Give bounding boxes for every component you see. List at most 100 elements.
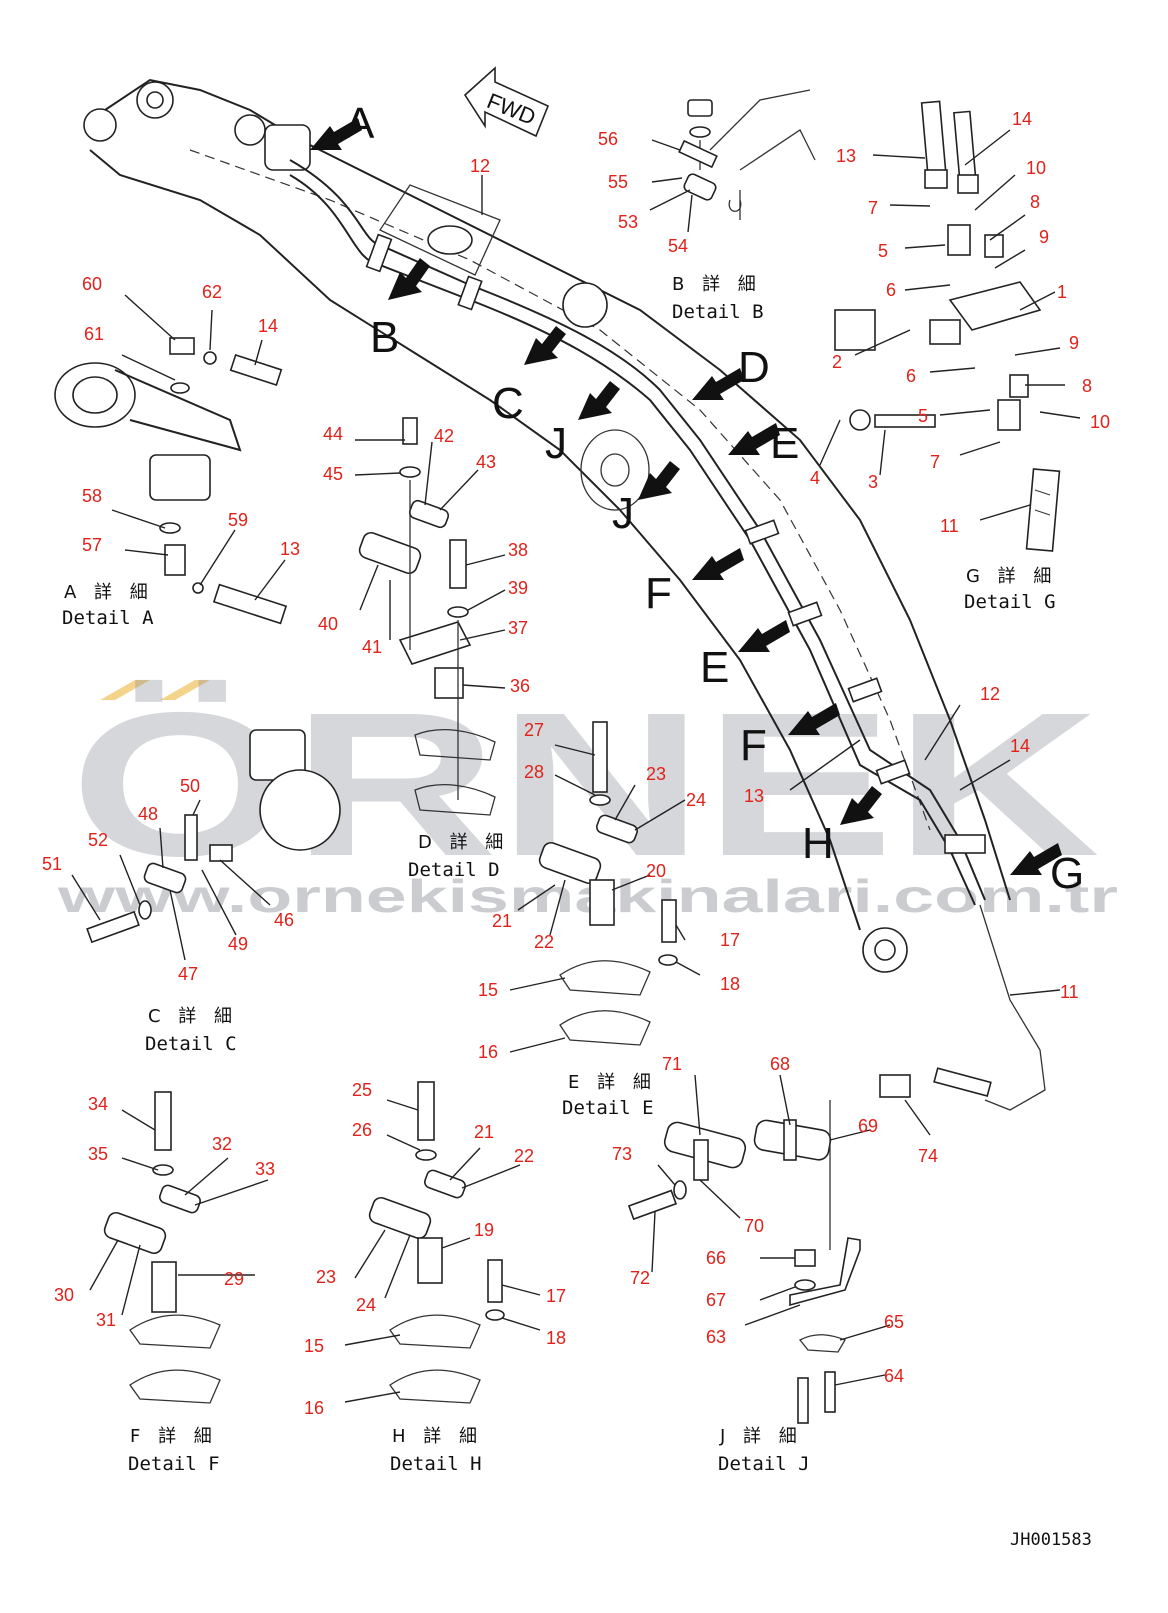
arrow-g bbox=[1010, 843, 1062, 875]
detail-j-graphic bbox=[627, 1067, 992, 1424]
callout-12-60: 12 bbox=[980, 684, 1000, 704]
j-clamp-70 bbox=[693, 1139, 709, 1181]
callout-37-40: 37 bbox=[508, 618, 528, 638]
a-valve-block bbox=[149, 454, 211, 501]
callout-70-86: 70 bbox=[744, 1216, 764, 1236]
boom-clamp-1 bbox=[365, 233, 393, 273]
callout-44-32: 44 bbox=[323, 424, 343, 444]
callout-28-43: 28 bbox=[524, 762, 544, 782]
leaders-detail-h bbox=[344, 1099, 541, 1403]
g-block-2 bbox=[929, 319, 961, 345]
g-hose-11 bbox=[1025, 468, 1061, 552]
arrow-d bbox=[692, 368, 744, 400]
view-letter-f-7: F bbox=[645, 569, 672, 618]
j-ubolt-64a bbox=[797, 1377, 809, 1424]
callout-18-50: 18 bbox=[720, 974, 740, 994]
leaders-top bbox=[481, 139, 693, 233]
callout-5-10: 5 bbox=[878, 241, 888, 261]
callout-9-11: 9 bbox=[1039, 227, 1049, 247]
arm-end-boss-center bbox=[874, 939, 896, 961]
fwd-indicator: FWD bbox=[463, 66, 550, 138]
callout-18-79: 18 bbox=[546, 1328, 566, 1348]
a-oring-61 bbox=[170, 382, 190, 394]
callout-67-89: 67 bbox=[706, 1290, 726, 1310]
e-clamp-23 bbox=[596, 814, 638, 844]
e-clamp-21 bbox=[538, 841, 602, 885]
g-connection-block bbox=[944, 834, 986, 854]
detail-g-jp: G 詳 細 bbox=[966, 566, 1057, 587]
detail-c-label: Detail C bbox=[145, 1033, 237, 1055]
callout-39-37: 39 bbox=[508, 578, 528, 598]
h-lower-clamp-15 bbox=[389, 1314, 481, 1349]
leaders-detail-a bbox=[111, 294, 286, 601]
detail-c-jp: C 詳 細 bbox=[148, 1006, 238, 1027]
view-letter-d-3: D bbox=[738, 343, 770, 392]
callout-3-21: 3 bbox=[868, 472, 878, 492]
detail-b-label: Detail B bbox=[672, 301, 764, 323]
detail-h-jp: H 詳 細 bbox=[392, 1426, 483, 1447]
e-washer-28 bbox=[589, 794, 611, 806]
arrow-c bbox=[524, 326, 566, 365]
c-clamp-48 bbox=[143, 862, 187, 894]
hose-line-11 bbox=[979, 904, 1046, 1111]
callout-23-76: 23 bbox=[316, 1267, 336, 1287]
callout-11-23: 11 bbox=[940, 516, 959, 536]
detail-e-graphic bbox=[538, 721, 678, 1046]
callout-34-64: 34 bbox=[88, 1094, 108, 1114]
j-bolt-72 bbox=[627, 1189, 678, 1221]
callout-30-69: 30 bbox=[54, 1285, 74, 1305]
boom-clamp-5 bbox=[847, 677, 883, 703]
view-letter-h-10: H bbox=[802, 819, 834, 868]
boom-outline-upper bbox=[89, 78, 1011, 901]
callout-16-81: 16 bbox=[304, 1398, 324, 1418]
view-letter-j-5: J bbox=[545, 419, 567, 468]
callout-73-85: 73 bbox=[612, 1144, 632, 1164]
callout-60-24: 60 bbox=[82, 274, 102, 294]
callout-27-42: 27 bbox=[524, 720, 544, 740]
j-nut-66 bbox=[794, 1249, 816, 1267]
detail-12-frame bbox=[379, 184, 501, 276]
callout-10-19: 10 bbox=[1090, 412, 1110, 432]
callout-59-29: 59 bbox=[228, 510, 248, 530]
callout-62-25: 62 bbox=[202, 282, 222, 302]
hose-fitting-11 bbox=[933, 1067, 992, 1097]
callout-64-92: 64 bbox=[884, 1366, 904, 1386]
detail-j-jp: J 詳 細 bbox=[719, 1426, 803, 1447]
h-washer-18 bbox=[485, 1309, 505, 1321]
boom-foot-pin-center bbox=[146, 91, 164, 109]
callout-45-35: 45 bbox=[323, 464, 343, 484]
d-bolt-38 bbox=[449, 539, 467, 589]
g-adapter-5a bbox=[947, 224, 971, 256]
callout-6-16: 6 bbox=[906, 366, 916, 386]
callout-11-63: 11 bbox=[1060, 982, 1079, 1002]
callout-15-51: 15 bbox=[478, 980, 498, 1000]
g-block-1 bbox=[948, 281, 1042, 331]
view-arrows bbox=[310, 118, 1062, 875]
callout-25-71: 25 bbox=[352, 1080, 372, 1100]
callout-1-13: 1 bbox=[1057, 282, 1067, 302]
view-letter-g-11: G bbox=[1050, 849, 1084, 898]
c-bracket-50 bbox=[184, 814, 198, 861]
watermark-umlaut-right bbox=[160, 680, 210, 700]
e-bolt-27 bbox=[592, 721, 608, 793]
j-clamp-69 bbox=[783, 1119, 797, 1161]
boom-lower-pin bbox=[83, 108, 117, 142]
g-bracket bbox=[834, 309, 876, 351]
d-clamp-40 bbox=[358, 531, 422, 575]
a-cylinder-end-inner bbox=[72, 376, 118, 414]
boom-assembly bbox=[83, 78, 1046, 1111]
arrow-j2 bbox=[638, 461, 680, 500]
callout-13-5: 13 bbox=[836, 146, 856, 166]
callout-22-48: 22 bbox=[534, 932, 554, 952]
j-bracket-63 bbox=[789, 1237, 861, 1307]
boom-top-boss bbox=[562, 282, 608, 328]
callout-13-31: 13 bbox=[280, 539, 300, 559]
detail-d-label: Detail D bbox=[408, 859, 500, 881]
d-bolt-44 bbox=[402, 417, 418, 445]
leaders-detail-g bbox=[819, 129, 1081, 521]
detail-e-label: Detail E bbox=[562, 1097, 654, 1119]
leaders-detail-c bbox=[71, 799, 271, 961]
callout-32-66: 32 bbox=[212, 1134, 232, 1154]
detail-f-jp: F 詳 細 bbox=[130, 1426, 218, 1447]
